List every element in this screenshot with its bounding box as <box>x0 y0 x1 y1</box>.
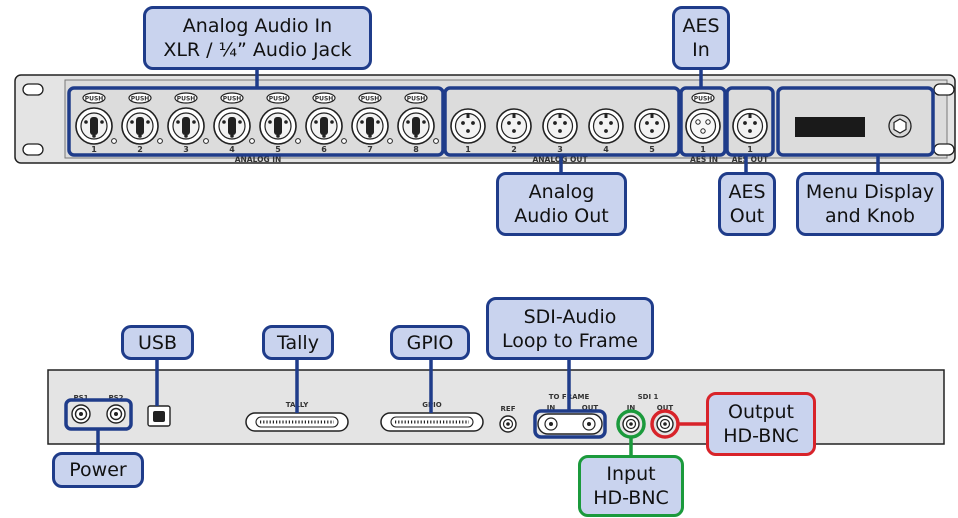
loop-to-frame-connector-icon <box>537 413 603 435</box>
rack-ear-hole-bottom-left <box>22 143 44 156</box>
aes-in-panel-label: AES IN <box>690 155 718 164</box>
analog-in-number-5: 5 <box>275 145 281 154</box>
aes-out-group-outline <box>725 86 775 157</box>
analog-in-combo-jack-3 <box>167 107 209 145</box>
callout-output-hd-bnc: Output HD-BNC <box>706 392 816 456</box>
push-label: PUSH <box>694 96 713 103</box>
push-label: PUSH <box>407 96 426 103</box>
aes-connectors: PUSH 1 1 <box>685 92 768 154</box>
ref-bnc-icon <box>499 415 517 433</box>
analog-out-xlr-2 <box>496 108 532 144</box>
sdi1-label: SDI 1 <box>638 393 659 401</box>
callout-analog-audio-out: Analog Audio Out <box>496 172 627 236</box>
analog-in-combo-jack-5 <box>259 107 301 145</box>
rack-ear-hole-top-right <box>933 83 955 96</box>
push-label: PUSH <box>177 96 196 103</box>
analog-in-number-6: 6 <box>321 145 327 154</box>
input-hd-bnc-icon <box>622 415 640 433</box>
analog-in-combo-jack-7 <box>351 107 393 145</box>
analog-in-combo-jack-2 <box>121 107 163 145</box>
analog-in-combo-jack-8 <box>397 107 439 145</box>
analog-in-number-3: 3 <box>183 145 189 154</box>
callout-power: Power <box>52 452 144 488</box>
aes-out-panel-label: AES OUT <box>732 155 769 164</box>
aes-in-xlr <box>685 108 721 144</box>
analog-in-number-2: 2 <box>137 145 143 154</box>
analog-in-number-8: 8 <box>413 145 419 154</box>
menu-knob-hex-icon <box>893 118 907 134</box>
rack-ear-hole-bottom-right <box>933 143 955 156</box>
analog-in-push-tab-8: PUSH <box>404 92 428 104</box>
callout-aes-out: AES Out <box>718 172 776 236</box>
to-frame-out-label: OUT <box>582 404 599 412</box>
analog-in-push-tab-7: PUSH <box>358 92 382 104</box>
push-label: PUSH <box>85 96 104 103</box>
analog-out-number-1: 1 <box>465 145 471 154</box>
analog-in-number-7: 7 <box>367 145 373 154</box>
leader-lines <box>96 70 880 455</box>
tally-connector-icon <box>245 412 349 432</box>
aes-in-push-tab: PUSH <box>691 92 715 104</box>
ps2-connector-icon <box>106 404 126 424</box>
gpio-connector-icon <box>380 412 484 432</box>
callout-aes-in: AES In <box>672 6 730 70</box>
analog-in-push-tab-1: PUSH <box>82 92 106 104</box>
analog-in-combo-jack-4 <box>213 107 255 145</box>
ps2-label: PS2 <box>108 394 123 402</box>
sdi-in-label: IN <box>627 404 636 412</box>
analog-in-connectors: PUSH 1 PUSH 2 PUSH 3 PUSH 4 PUSH 5 PUSH 6 PUSH 7 PUSH 8 <box>75 92 439 154</box>
analog-in-push-tab-5: PUSH <box>266 92 290 104</box>
analog-out-number-2: 2 <box>511 145 517 154</box>
menu-display-group-outline <box>776 86 935 157</box>
analog-out-number-4: 4 <box>603 145 609 154</box>
ps1-label: PS1 <box>73 394 88 402</box>
analog-out-xlr-5 <box>634 108 670 144</box>
aes-in-number: 1 <box>700 145 706 154</box>
callout-analog-audio-in: Analog Audio In XLR / ¼” Audio Jack <box>143 6 372 70</box>
push-label: PUSH <box>223 96 242 103</box>
analog-out-xlr-1 <box>450 108 486 144</box>
ref-label: REF <box>501 405 516 413</box>
callout-menu-display: Menu Display and Knob <box>796 172 944 236</box>
aes-out-number: 1 <box>747 145 753 154</box>
callout-input-hd-bnc: Input HD-BNC <box>578 455 684 517</box>
analog-in-push-tab-2: PUSH <box>128 92 152 104</box>
aes-in-group-outline <box>679 86 727 157</box>
analog-in-number-1: 1 <box>91 145 97 154</box>
analog-in-number-4: 4 <box>229 145 235 154</box>
sdi-out-label: OUT <box>657 404 674 412</box>
analog-in-combo-jack-1 <box>75 107 117 145</box>
push-label: PUSH <box>315 96 334 103</box>
analog-out-connectors: 1 2 3 4 5 <box>450 108 670 154</box>
analog-in-push-tab-6: PUSH <box>312 92 336 104</box>
callout-tally: Tally <box>262 325 334 360</box>
output-hd-bnc-icon <box>656 415 674 433</box>
callout-gpio: GPIO <box>390 325 470 360</box>
callout-usb: USB <box>121 325 194 360</box>
push-label: PUSH <box>131 96 150 103</box>
analog-in-combo-jack-6 <box>305 107 347 145</box>
ps1-connector-icon <box>71 404 91 424</box>
analog-out-number-3: 3 <box>557 145 563 154</box>
callout-sdi-audio-loop: SDI-Audio Loop to Frame <box>486 297 654 360</box>
menu-display-screen <box>795 117 865 137</box>
analog-in-push-tab-4: PUSH <box>220 92 244 104</box>
analog-in-panel-label: ANALOG IN <box>235 155 282 164</box>
analog-in-push-tab-3: PUSH <box>174 92 198 104</box>
analog-out-xlr-3 <box>542 108 578 144</box>
aes-out-xlr <box>732 108 768 144</box>
to-frame-in-label: IN <box>547 404 556 412</box>
push-label: PUSH <box>269 96 288 103</box>
front-panel: PUSH 1 PUSH 2 PUSH 3 PUSH 4 PUSH 5 PUSH 6 PUSH 7 PUSH 8… <box>14 74 956 164</box>
push-label: PUSH <box>361 96 380 103</box>
analog-out-number-5: 5 <box>649 145 655 154</box>
analog-out-xlr-4 <box>588 108 624 144</box>
rack-ear-hole-top-left <box>22 83 44 96</box>
usb-port-icon <box>147 405 171 427</box>
